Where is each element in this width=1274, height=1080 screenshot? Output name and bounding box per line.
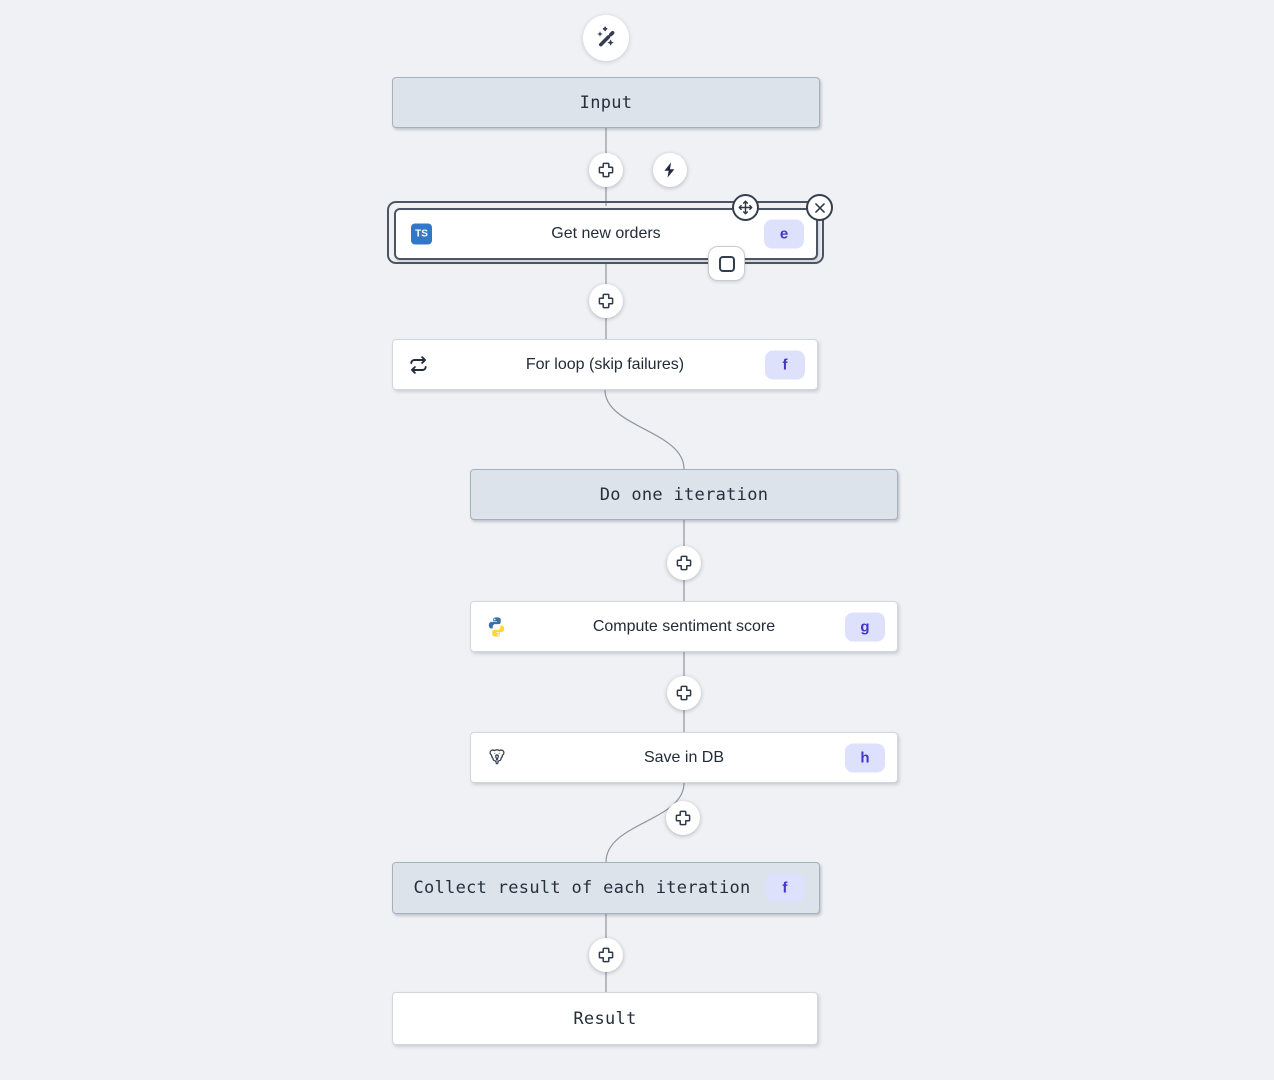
node-label: Get new orders bbox=[551, 225, 661, 242]
step-id-badge: h bbox=[845, 743, 885, 772]
postgresql-icon bbox=[485, 746, 508, 769]
insert-step-button[interactable] bbox=[589, 938, 623, 972]
insert-step-button[interactable] bbox=[667, 546, 701, 580]
move-icon bbox=[738, 200, 753, 215]
step-id-badge: f bbox=[765, 350, 805, 379]
node-label: Do one iteration bbox=[599, 484, 769, 505]
node-input[interactable]: Input bbox=[392, 77, 820, 128]
step-id-badge: e bbox=[764, 219, 804, 249]
lightning-icon bbox=[664, 162, 675, 178]
node-collect-result[interactable]: Collect result of each iteration f bbox=[392, 862, 820, 914]
node-select-checkbox[interactable] bbox=[708, 246, 745, 281]
insert-step-button[interactable] bbox=[666, 801, 700, 835]
repeat-icon bbox=[407, 353, 430, 376]
ai-flow-builder-button[interactable] bbox=[583, 15, 629, 61]
insert-step-button[interactable] bbox=[589, 284, 623, 318]
node-label: Collect result of each iteration bbox=[413, 878, 751, 898]
trigger-button[interactable] bbox=[653, 153, 687, 187]
insert-step-button[interactable] bbox=[667, 676, 701, 710]
plus-icon bbox=[675, 810, 691, 826]
close-icon bbox=[814, 202, 825, 213]
checkbox-icon bbox=[718, 255, 735, 272]
delete-node-button[interactable] bbox=[806, 194, 833, 221]
move-node-handle[interactable] bbox=[732, 194, 759, 221]
plus-icon bbox=[676, 555, 692, 571]
plus-icon bbox=[598, 293, 614, 309]
step-id-badge: f bbox=[765, 873, 805, 903]
node-for-loop[interactable]: For loop (skip failures) f bbox=[392, 339, 818, 390]
insert-step-button[interactable] bbox=[589, 153, 623, 187]
node-label: Input bbox=[579, 92, 633, 113]
typescript-icon: TS bbox=[410, 223, 433, 246]
plus-icon bbox=[598, 947, 614, 963]
selected-node-ring bbox=[387, 201, 824, 264]
wand-sparkles-icon bbox=[597, 26, 615, 47]
node-label: Save in DB bbox=[643, 748, 725, 766]
node-result[interactable]: Result bbox=[392, 992, 818, 1045]
step-id-badge: g bbox=[845, 612, 885, 641]
plus-icon bbox=[598, 162, 614, 178]
node-do-one-iteration[interactable]: Do one iteration bbox=[470, 469, 898, 520]
node-save-in-db[interactable]: Save in DB h bbox=[470, 732, 898, 783]
node-compute-sentiment-score[interactable]: Compute sentiment score g bbox=[470, 601, 898, 652]
python-icon bbox=[485, 615, 508, 638]
node-label: For loop (skip failures) bbox=[525, 355, 685, 373]
node-label: Compute sentiment score bbox=[592, 617, 776, 635]
node-label: Result bbox=[573, 1008, 637, 1029]
plus-icon bbox=[676, 685, 692, 701]
